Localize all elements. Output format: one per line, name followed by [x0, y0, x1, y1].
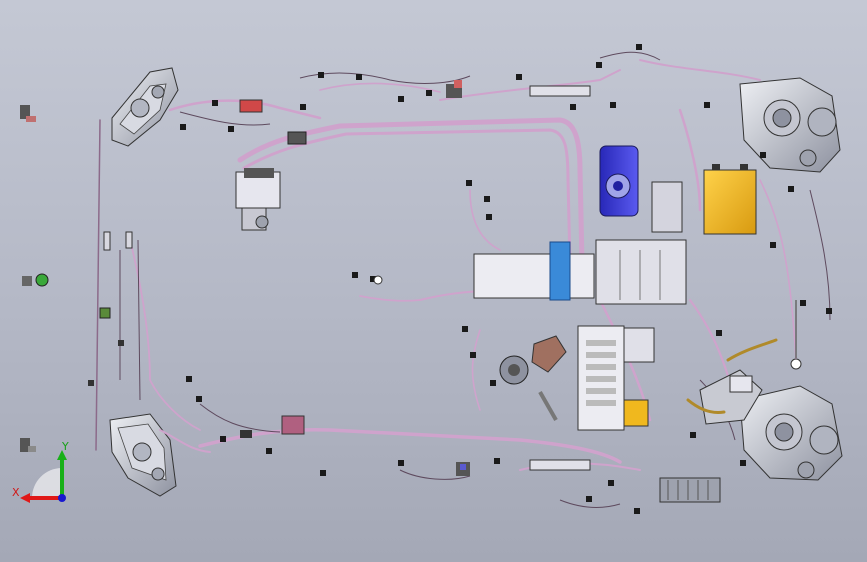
headlamp-rear-right[interactable] [739, 385, 843, 481]
terminal-post[interactable] [373, 275, 802, 370]
sensor-left-middle[interactable] [22, 273, 49, 287]
relay-top-left[interactable] [239, 99, 307, 145]
hvac-unit[interactable] [473, 181, 687, 305]
headlamp-front-right[interactable] [739, 77, 841, 173]
connectors[interactable] [180, 44, 832, 514]
connector-bank-top[interactable] [446, 80, 591, 98]
steering-column[interactable] [499, 335, 567, 421]
relay-bottom-left[interactable] [240, 415, 305, 438]
radiator-cooler[interactable] [659, 477, 721, 503]
headlamp-front-left[interactable] [111, 67, 179, 147]
accessory-harness-left[interactable] [88, 231, 133, 386]
clip-left-bottom[interactable] [20, 438, 36, 452]
ecu-bracket-right[interactable] [699, 369, 763, 425]
engine-control-module[interactable] [235, 168, 281, 231]
z-axis-dot [58, 494, 66, 502]
harness-conduit-right[interactable] [686, 338, 778, 414]
y-axis-label: Y [61, 440, 69, 453]
headlamp-rear-left[interactable] [109, 413, 177, 497]
connector-bank-bottom[interactable] [456, 459, 591, 476]
battery[interactable] [703, 164, 757, 235]
blower-motor[interactable] [599, 145, 639, 217]
coordinate-triad: Y X [12, 440, 69, 503]
clip-left-top[interactable] [20, 105, 36, 122]
fuse-box[interactable] [577, 325, 655, 431]
main-harness[interactable] [95, 59, 797, 471]
x-axis-label: X [12, 486, 20, 499]
